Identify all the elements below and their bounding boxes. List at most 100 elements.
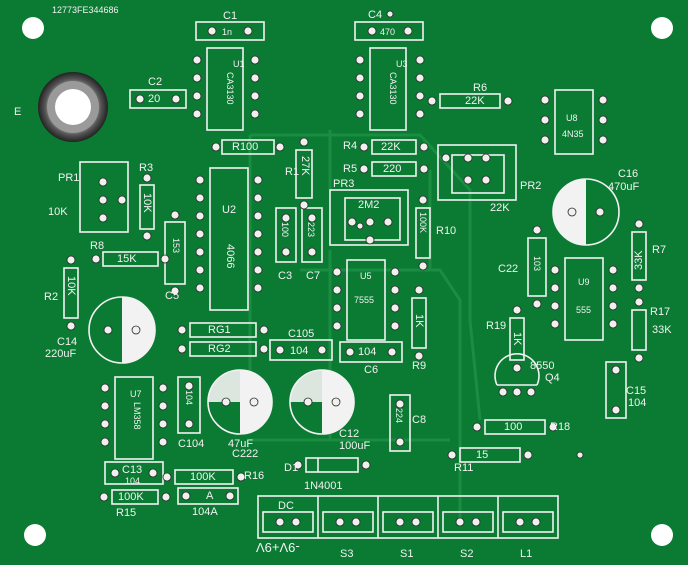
c3-label: C3 xyxy=(278,270,293,282)
r17-label: R17 xyxy=(650,306,671,318)
c7-label: C7 xyxy=(306,270,321,282)
r15-value: 100K xyxy=(118,491,144,503)
solder-pads xyxy=(66,10,644,527)
r9-label: R9 xyxy=(412,360,427,372)
r4-label: R4 xyxy=(343,140,358,152)
c5-label: C5 xyxy=(165,290,180,302)
pr3-value: 2M2 xyxy=(358,199,380,211)
c4-value: 470 xyxy=(380,27,396,37)
r8-label: R8 xyxy=(90,240,105,252)
c22-label: C22 xyxy=(498,263,519,275)
r100-label: R100 xyxy=(232,141,259,153)
d1-label: D1 xyxy=(284,462,299,474)
r11-value: 15 xyxy=(476,449,489,461)
u5-label: U5 xyxy=(360,271,372,281)
c13-value: 104 xyxy=(125,476,141,486)
r18-value: 100 xyxy=(504,421,523,433)
u2-part: 4066 xyxy=(224,244,236,269)
c12-label: C12 xyxy=(339,428,360,440)
c6-value: 104 xyxy=(358,346,377,358)
r1-label: R1 xyxy=(285,166,300,178)
pr1-value: 10K xyxy=(48,206,68,218)
c16-label: C16 xyxy=(618,168,639,180)
r16-value: 100K xyxy=(190,471,216,483)
r2-label: R2 xyxy=(44,291,59,303)
a104-label: 104A xyxy=(192,506,218,518)
u9-part: 555 xyxy=(576,305,592,315)
r6-value: 22K xyxy=(465,95,485,107)
c8-label: C8 xyxy=(412,414,427,426)
c8-value: 224 xyxy=(394,408,404,424)
pr3-label: PR3 xyxy=(333,178,355,190)
r8-value: 15K xyxy=(117,253,137,265)
u7-label: U7 xyxy=(130,389,142,399)
c22-value: 103 xyxy=(532,256,542,272)
pr2-value: 22K xyxy=(490,202,510,214)
r19-value: 1K xyxy=(511,332,523,346)
r1-value: 27K xyxy=(299,156,311,176)
serial-number: 12773FE344686 xyxy=(52,5,119,15)
r5-label: R5 xyxy=(343,163,358,175)
c16-value: 470uF xyxy=(608,181,640,193)
d1-part: 1N4001 xyxy=(304,480,343,492)
r11-label: R11 xyxy=(454,462,474,474)
c1-value: 1n xyxy=(222,27,233,37)
r2-value: 10K xyxy=(65,276,77,296)
u8-part: 4N35 xyxy=(562,129,584,139)
c15-label: C15 xyxy=(626,385,647,397)
c5-value: 153 xyxy=(171,238,181,254)
rg1-label: RG1 xyxy=(208,324,231,336)
s1-label: S1 xyxy=(400,548,414,560)
c13-label: C13 xyxy=(122,464,143,476)
a-label: A xyxy=(206,490,214,502)
r6-label: R6 xyxy=(473,82,488,94)
c14-value: 220uF xyxy=(45,348,77,360)
q4-label: Q4 xyxy=(545,372,560,384)
corner-mark: E xyxy=(14,106,22,118)
r5-value: 220 xyxy=(383,163,402,175)
c105-value: 104 xyxy=(290,345,309,357)
r3-value: 10K xyxy=(141,193,153,213)
pr2-label: PR2 xyxy=(520,180,542,192)
pr1-label: PR1 xyxy=(58,172,80,184)
s2-label: S2 xyxy=(460,548,474,560)
r7-value: 33K xyxy=(633,250,645,270)
c222-label: C222 xyxy=(232,448,259,460)
l1-label: L1 xyxy=(520,548,533,560)
u3-part: CA3130 xyxy=(388,72,398,105)
r17-value: 33K xyxy=(652,324,672,336)
r18-label: R18 xyxy=(550,421,571,433)
u5-part: 7555 xyxy=(354,295,375,305)
c105-label: C105 xyxy=(288,328,315,340)
r4-value: 22K xyxy=(381,141,401,153)
c15-value: 104 xyxy=(628,397,647,409)
u2-label: U2 xyxy=(222,204,237,216)
r10-value: 100K xyxy=(418,212,428,234)
rg2-label: RG2 xyxy=(208,343,231,355)
u3-label: U3 xyxy=(396,59,408,69)
r3-label: R3 xyxy=(139,162,154,174)
mounting-holes xyxy=(22,17,673,546)
c6-label: C6 xyxy=(364,364,379,376)
u1-label: U1 xyxy=(233,59,245,69)
q4-part: 8550 xyxy=(530,360,555,372)
c1-label: C1 xyxy=(223,10,238,22)
c3-value: 100 xyxy=(280,222,290,238)
c7-value: 223 xyxy=(306,222,316,238)
r9-value: 1K xyxy=(413,314,425,328)
c12-value: 100uF xyxy=(339,440,371,452)
r19-label: R19 xyxy=(486,320,507,332)
r16-label: R16 xyxy=(244,470,265,482)
washer-hole xyxy=(38,72,108,142)
r15-label: R15 xyxy=(116,507,137,519)
r7-label: R7 xyxy=(652,244,667,256)
u9-label: U9 xyxy=(578,277,590,287)
c104-label: C104 xyxy=(178,438,205,450)
u7-part: LM358 xyxy=(132,402,142,430)
u1-part: CA3130 xyxy=(225,72,235,105)
dc-voltage: -9V+9V xyxy=(256,540,300,555)
dc-label: DC xyxy=(278,500,294,512)
c104-value: 104 xyxy=(184,390,194,406)
